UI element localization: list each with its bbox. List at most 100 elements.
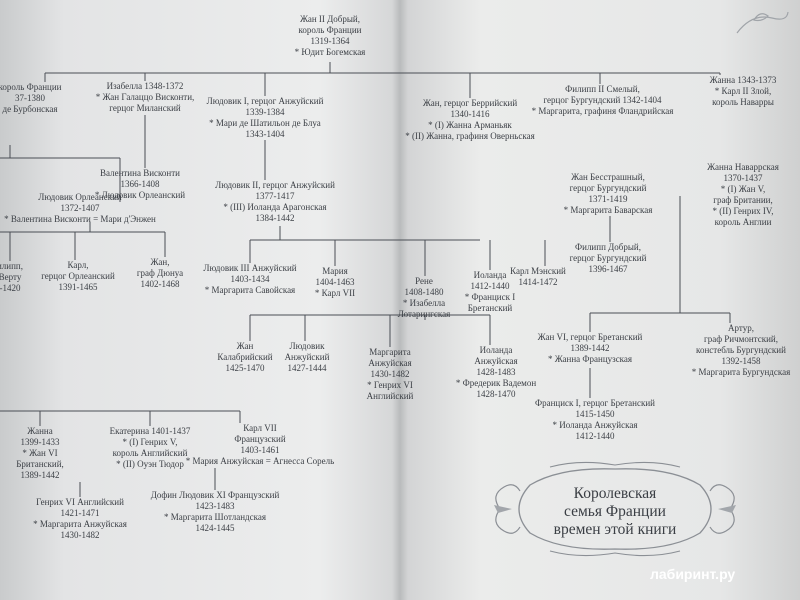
title-line-3: времен этой книги [553, 521, 677, 538]
node-line: Жан [236, 341, 254, 351]
node-line: 1396-1467 [588, 264, 628, 274]
node-line: граф Дюнуа [136, 268, 184, 278]
node-line: 1402-1468 [140, 279, 180, 289]
node-line: 1408-1480 [404, 287, 444, 297]
node-line: * (II) Генрих IV, [712, 206, 774, 216]
leaf-ornament-icon [736, 11, 789, 34]
node-line: король Английский [112, 448, 188, 458]
node-line: Изабелла 1348-1372 [106, 81, 184, 91]
node-line: 1428-1470 [476, 389, 516, 399]
ornament-frame-icon [494, 461, 736, 557]
node-line: констебль Бургундский [696, 345, 786, 355]
node-line: * Карл VII [314, 288, 356, 298]
node-line: Иоланда [473, 270, 507, 280]
node-line: 1430-1482 [60, 530, 100, 540]
node-line: Людовик I, герцог Анжуйский [206, 96, 324, 106]
node-line: Иоланда [479, 345, 513, 355]
node-ekaterina: Екатерина 1401-1437* (I) Генрих V,король… [95, 426, 205, 470]
node-line: Генрих VI Английский [36, 497, 124, 507]
node-line: Лотарингская [397, 309, 451, 319]
node-line: * Маргарита Шотландская [164, 512, 266, 522]
node-line: * Франциск I [464, 292, 516, 302]
node-line: * Валентина Висконти = Мари д'Энжен [4, 214, 156, 224]
node-line: 1421-1471 [60, 508, 100, 518]
node-line: Анжуйская [368, 358, 412, 368]
node-line: Людовик Орлеанский [38, 192, 122, 202]
node-line: герцог Бургундский 1342-1404 [543, 95, 662, 105]
node-line: Бретанский [467, 303, 513, 313]
node-line: 1404-1463 [315, 277, 355, 287]
node-line: Французский [234, 434, 286, 444]
node-line: де Бурбонская [2, 104, 58, 114]
title-cartouche: Королевская семья Франции времен этой кн… [490, 455, 740, 563]
node-line: 1430-1482 [370, 369, 410, 379]
node-line: 1414-1472 [518, 277, 558, 287]
node-line: Людовик [289, 341, 325, 351]
node-line: Жан, герцог Беррийский [422, 98, 518, 108]
node-line: * (III) Иоланда Арагонская [223, 202, 327, 212]
node-philippe-ii: Филипп II Смелый,герцог Бургундский 1342… [520, 84, 685, 117]
node-line: Жанна 1343-1373 [709, 75, 777, 85]
node-line: 1399-1433 [20, 437, 60, 447]
node-line: 1384-1442 [255, 213, 295, 223]
watermark: лабиринт.ру [650, 566, 736, 582]
node-line: герцог Бургундский [569, 183, 647, 193]
node-line: граф Британии, [713, 195, 773, 205]
node-line: * Мари де Шатильон де Блуа [209, 118, 321, 128]
node-line: * Людовик Орлеанский [94, 190, 186, 200]
node-line: 1428-1483 [476, 367, 516, 377]
node-line: * Жан VI [22, 448, 58, 458]
node-line: 1412-1440 [470, 281, 510, 291]
node-line: 1371-1419 [588, 194, 628, 204]
node-line: Калабрийский [217, 352, 273, 362]
node-line: 1427-1444 [287, 363, 327, 373]
node-line: 1403-1434 [230, 274, 270, 284]
node-line: 1423-1483 [195, 501, 235, 511]
node-line: Людовик III Анжуйский [203, 263, 297, 273]
node-line: Дофин Людовик XI Французский [150, 490, 280, 500]
node-line: * Генрих VI [367, 380, 413, 390]
node-line: * Иоланда Анжуйская [552, 420, 638, 430]
node-line: Карл VII [243, 423, 277, 433]
node-line: герцог Миланский [109, 103, 181, 113]
node-line: Анжуйский [284, 352, 330, 362]
node-line: * (I) Генрих V, [122, 437, 178, 447]
node-line: Артур, [728, 323, 754, 333]
node-line: Жанна [27, 426, 53, 436]
node-line: 1389-1442 [570, 343, 610, 353]
node-line: 1377-1417 [255, 191, 295, 201]
node-line: 1366-1408 [120, 179, 160, 189]
node-line: Верту [0, 272, 22, 282]
node-line: Жанна Наваррская [707, 162, 779, 172]
node-line: * Карл II Злой, [714, 86, 772, 96]
node-line: Карл Мэнский [510, 266, 566, 276]
node-line: * Маргарита, графиня Фландрийская [531, 106, 674, 116]
node-line: Людовик II, герцог Анжуйский [215, 180, 335, 190]
node-line: * Жан Галаццо Висконти, [95, 92, 195, 102]
node-line: Мария [322, 266, 348, 276]
node-line: Рене [415, 276, 433, 286]
node-line: * Маргарита Бургундская [691, 367, 791, 377]
node-line: * Изабелла [402, 298, 446, 308]
node-line: король Наварры [712, 97, 774, 107]
node-line: * (II) Жанна, графиня Оверньская [405, 131, 535, 141]
node-line: * Фредерик Вадемон [455, 378, 537, 388]
node-line: 1319-1364 [310, 36, 350, 46]
